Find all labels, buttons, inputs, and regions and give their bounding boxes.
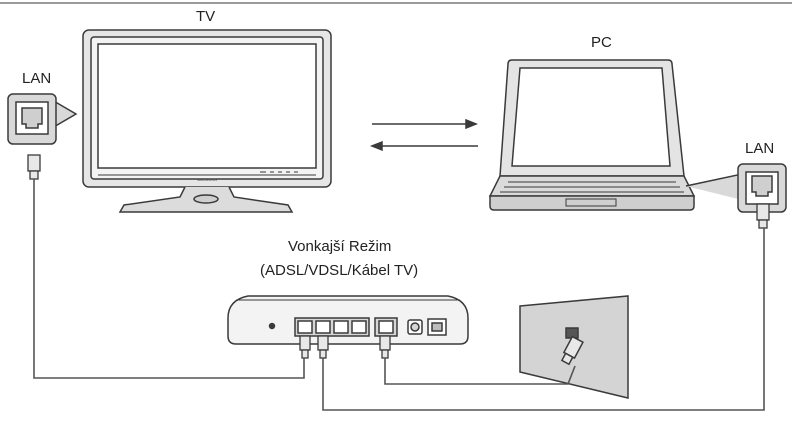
laptop-icon xyxy=(488,59,696,211)
lan-plug-left xyxy=(27,154,41,180)
lan-label-left: LAN xyxy=(22,70,52,87)
arrow-left-icon xyxy=(369,140,383,152)
external-mode-subtitle: (ADSL/VDSL/Kábel TV) xyxy=(260,262,419,279)
lan-plug-right xyxy=(756,203,770,229)
router-lan-ports xyxy=(294,317,370,337)
lan-port-right xyxy=(685,163,787,213)
ethernet-port-icon xyxy=(751,175,773,197)
lan-port-left xyxy=(7,93,78,145)
cable-pc-router xyxy=(322,228,765,411)
cable-wall-router xyxy=(384,358,576,385)
pc-label: PC xyxy=(591,34,612,51)
lan-label-right: LAN xyxy=(745,140,775,157)
tv-icon xyxy=(82,29,332,213)
arrow-right-icon xyxy=(465,118,479,130)
exchange-arrows xyxy=(369,118,479,152)
external-mode-title: Vonkajší Režim xyxy=(288,238,392,255)
ethernet-port-icon xyxy=(21,107,43,129)
cable-tv-router xyxy=(33,179,305,379)
wall-outlet-icon xyxy=(519,295,629,399)
router-icon xyxy=(227,295,469,345)
tv-brand-text: SAMSUNG xyxy=(197,177,217,182)
cables xyxy=(33,179,765,411)
tv-label: TV xyxy=(196,8,216,25)
